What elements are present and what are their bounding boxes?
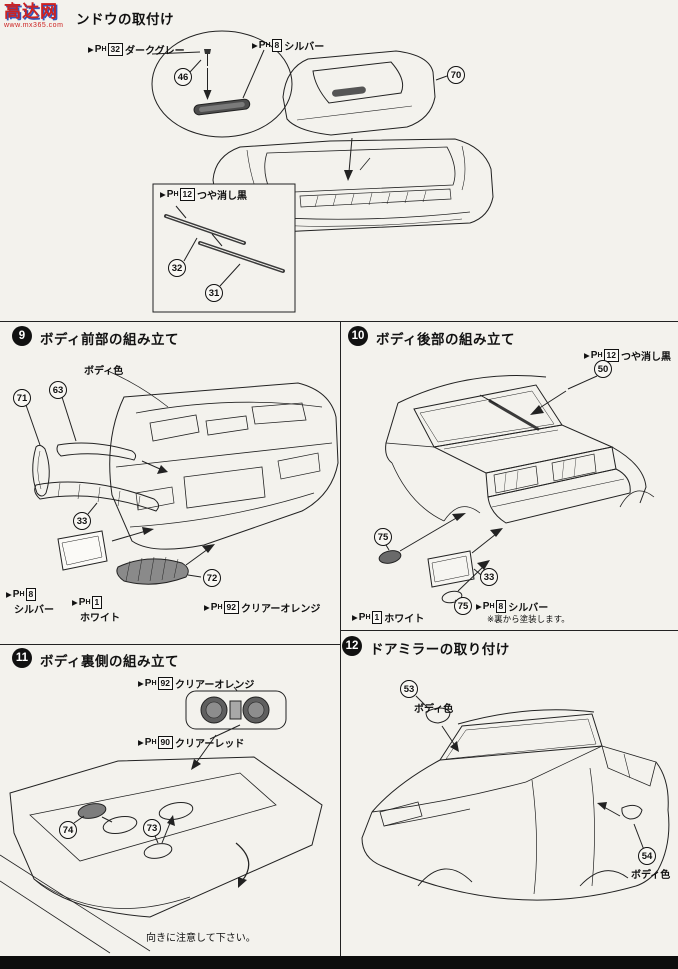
part-callout-71: 71 <box>13 389 31 407</box>
part-callout-33: 33 <box>73 512 91 530</box>
body-color-label-mirror-left: ボディ色 <box>414 704 454 715</box>
pointer-icon: ▶ <box>138 738 144 747</box>
step-12-number: 12 <box>342 636 362 656</box>
rear-body-assembly-drawing <box>378 375 655 604</box>
pointer-icon: ▶ <box>138 679 144 688</box>
part-callout-75-left: 75 <box>374 528 392 546</box>
paint-note-step10: ※裏から塗装します。 <box>487 614 570 624</box>
page-bottom-black-bar <box>0 956 678 969</box>
watermark-url: www.mx365.com <box>4 22 64 29</box>
top-section-title: ンドウの取付け <box>76 12 174 27</box>
part-callout-70: 70 <box>447 66 465 84</box>
section-divider-left-row <box>0 644 340 645</box>
body-color-label-mirror-right: ボディ色 <box>631 870 671 881</box>
part-callout-32: 32 <box>168 259 186 277</box>
section-divider-top <box>0 321 678 322</box>
section-divider-right-row <box>340 630 678 631</box>
step-12-title: ドアミラーの取り付け <box>370 642 510 657</box>
window-attachment-drawing <box>151 30 494 313</box>
pointer-icon: ▶ <box>6 589 12 599</box>
pointer-icon: ▶ <box>476 602 482 611</box>
part-callout-46: 46 <box>174 68 192 86</box>
pointer-icon: ▶ <box>88 45 94 54</box>
part-callout-74: 74 <box>59 821 77 839</box>
part-callout-31: 31 <box>205 284 223 302</box>
part-callout-33-rear: 33 <box>480 568 498 586</box>
part-callout-53: 53 <box>400 680 418 698</box>
step-10-title: ボディ後部の組み立て <box>376 332 516 347</box>
step-9-number: 9 <box>12 326 32 346</box>
pointer-icon: ▶ <box>204 603 210 612</box>
front-body-assembly-drawing <box>25 370 339 585</box>
step-11-number: 11 <box>12 648 32 668</box>
part-callout-50: 50 <box>594 360 612 378</box>
step-9-title: ボディ前部の組み立て <box>40 332 180 347</box>
part-callout-73: 73 <box>143 819 161 837</box>
body-color-label-step9: ボディ色 <box>84 366 124 377</box>
orientation-note: 向きに注意して下さい。 <box>146 933 256 944</box>
part-callout-54: 54 <box>638 847 656 865</box>
watermark: 高达网 www.mx365.com <box>4 3 63 29</box>
step-11-title: ボディ裏側の組み立て <box>40 654 180 669</box>
pointer-icon: ▶ <box>584 351 590 360</box>
pointer-icon: ▶ <box>252 41 258 50</box>
section-divider-vertical <box>340 321 341 957</box>
part-callout-63: 63 <box>49 381 67 399</box>
pointer-icon: ▶ <box>160 190 166 199</box>
pointer-icon: ▶ <box>352 613 358 622</box>
part-callout-72: 72 <box>203 569 221 587</box>
step-10-number: 10 <box>348 326 368 346</box>
part-callout-75-right: 75 <box>454 597 472 615</box>
door-mirror-attachment-drawing <box>361 695 670 901</box>
pointer-icon: ▶ <box>72 597 78 607</box>
watermark-logo: 高达网 <box>4 2 58 21</box>
body-underside-assembly-drawing <box>0 686 323 954</box>
